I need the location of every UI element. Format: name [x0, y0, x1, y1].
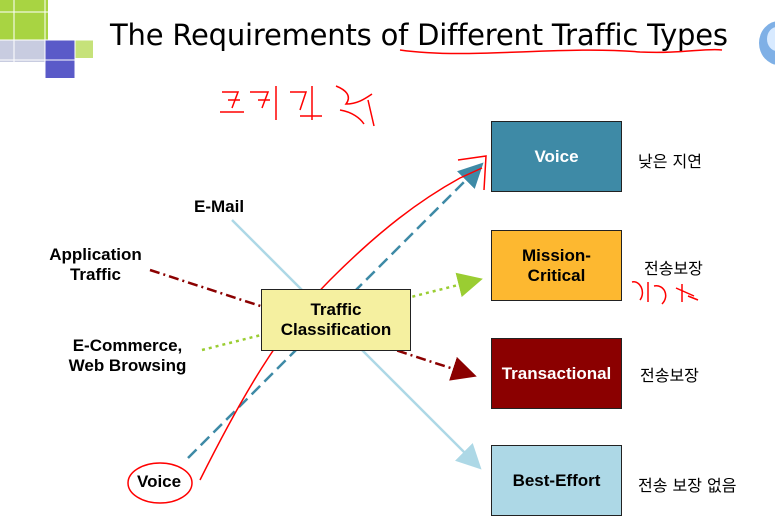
- class-mission-line2: Critical: [527, 265, 586, 285]
- ecommerce-line1: E-Commerce,: [72, 336, 183, 355]
- center-box-line1: Traffic: [310, 300, 362, 319]
- application-traffic-label: Application Traffic: [38, 245, 153, 285]
- application-line2: Traffic: [69, 265, 122, 284]
- email-label: E-Mail: [194, 197, 245, 216]
- note-mission-critical: 전송보장: [644, 259, 703, 278]
- note-voice: 낮은 지연: [638, 152, 702, 171]
- decor-square-green: [0, 0, 48, 40]
- class-box-transactional: Transactional: [491, 338, 622, 409]
- application-line1: Application: [49, 245, 142, 264]
- voice-source-label: Voice: [137, 472, 182, 491]
- decor-square-blue: [45, 40, 75, 78]
- center-box-line2: Classification: [280, 320, 392, 339]
- decor-orb: [759, 21, 775, 65]
- class-voice-label: Voice: [534, 146, 579, 166]
- class-box-best-effort: Best-Effort: [491, 445, 622, 516]
- decor-grid-lines: [0, 0, 105, 85]
- note-transactional: 전송보장: [640, 366, 699, 385]
- ecommerce-label: E-Commerce, Web Browsing: [55, 336, 200, 376]
- class-box-mission-critical: Mission- Critical: [491, 230, 622, 301]
- decor-square-gray: [0, 40, 45, 62]
- class-mission-line1: Mission-: [522, 245, 591, 265]
- class-transactional-label: Transactional: [501, 363, 612, 383]
- class-box-voice: Voice: [491, 121, 622, 192]
- traffic-classification-box: Traffic Classification: [261, 289, 411, 351]
- note-best-effort: 전송 보장 없음: [638, 476, 737, 495]
- page-title: The Requirements of Different Traffic Ty…: [110, 18, 728, 52]
- class-best-effort-label: Best-Effort: [512, 470, 601, 490]
- decor-square-green-small: [75, 40, 93, 58]
- handwriting-annotations: [127, 48, 723, 504]
- ecommerce-line2: Web Browsing: [68, 356, 187, 375]
